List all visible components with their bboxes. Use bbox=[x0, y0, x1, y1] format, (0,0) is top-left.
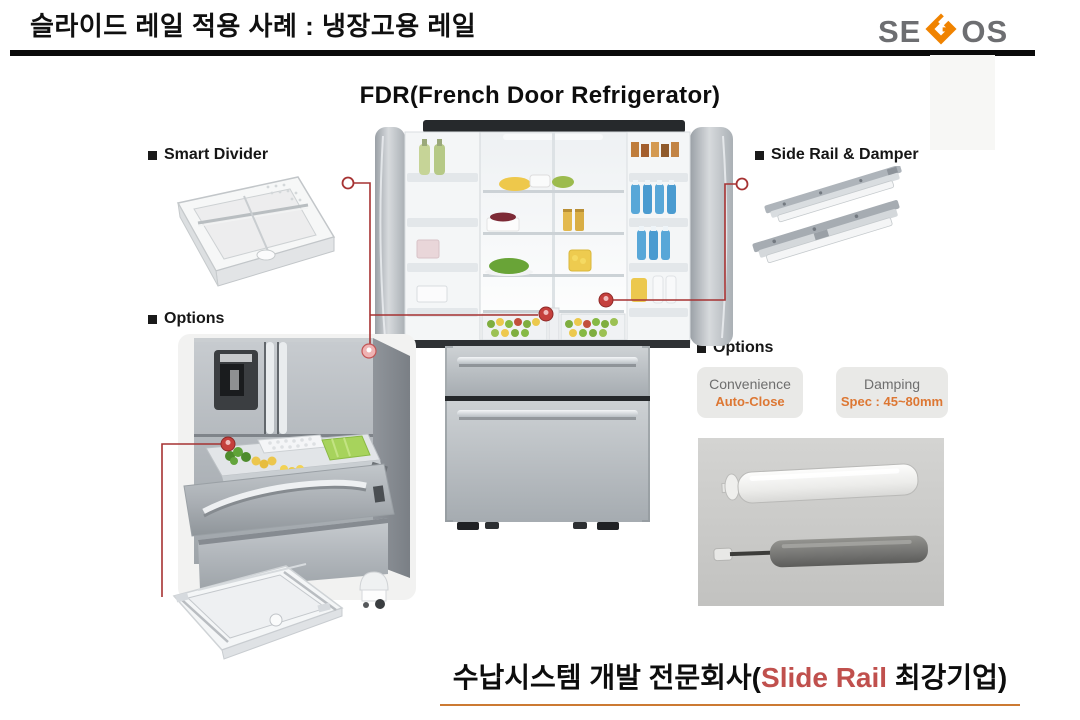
label-text: Options bbox=[164, 310, 225, 327]
smart-divider-image bbox=[148, 165, 338, 300]
logo-text-right: OS bbox=[961, 14, 1009, 49]
square-bullet-icon bbox=[697, 343, 706, 353]
fdr-heading: FDR(French Door Refrigerator) bbox=[359, 82, 721, 109]
square-bullet-icon bbox=[755, 150, 764, 160]
center-fridge-image bbox=[373, 118, 735, 533]
option-title: Convenience bbox=[709, 376, 791, 392]
side-rail-damper-image bbox=[748, 164, 916, 268]
label-side-rail-damper: Side Rail & Damper bbox=[755, 146, 919, 164]
label-text: Side Rail & Damper bbox=[771, 146, 919, 163]
option-title: Damping bbox=[863, 376, 921, 392]
footer-underline bbox=[440, 704, 1020, 706]
slide-tray-image bbox=[158, 556, 350, 668]
option-value: Spec : 45~80mm bbox=[840, 394, 944, 409]
label-text: Smart Divider bbox=[164, 146, 269, 163]
title-underline bbox=[10, 50, 1035, 56]
label-smart-divider: Smart Divider bbox=[148, 146, 268, 164]
segos-logo: SE OS bbox=[878, 12, 1008, 51]
footer-text-before: 수납시스템 개발 전문회사( bbox=[452, 662, 762, 693]
option-box-damping: Damping Spec : 45~80mm bbox=[836, 367, 948, 418]
footer-highlight: Slide Rail bbox=[761, 662, 888, 693]
caster-image bbox=[350, 568, 398, 614]
option-box-convenience: Convenience Auto-Close bbox=[697, 367, 803, 418]
square-bullet-icon bbox=[148, 150, 157, 160]
damper-photo bbox=[698, 438, 944, 606]
photo-backdrop bbox=[930, 55, 995, 150]
label-options-left: Options bbox=[148, 310, 224, 328]
segos-diamond-g-icon bbox=[923, 12, 959, 51]
square-bullet-icon bbox=[148, 314, 157, 324]
page-title: 슬라이드 레일 적용 사례 : 냉장고용 레일 bbox=[30, 11, 477, 41]
footer-tagline: 수납시스템 개발 전문회사(Slide Rail 최강기업) bbox=[430, 656, 1030, 696]
option-value: Auto-Close bbox=[715, 394, 785, 409]
footer-text-after: 최강기업) bbox=[887, 662, 1008, 693]
logo-text-left: SE bbox=[878, 14, 922, 49]
